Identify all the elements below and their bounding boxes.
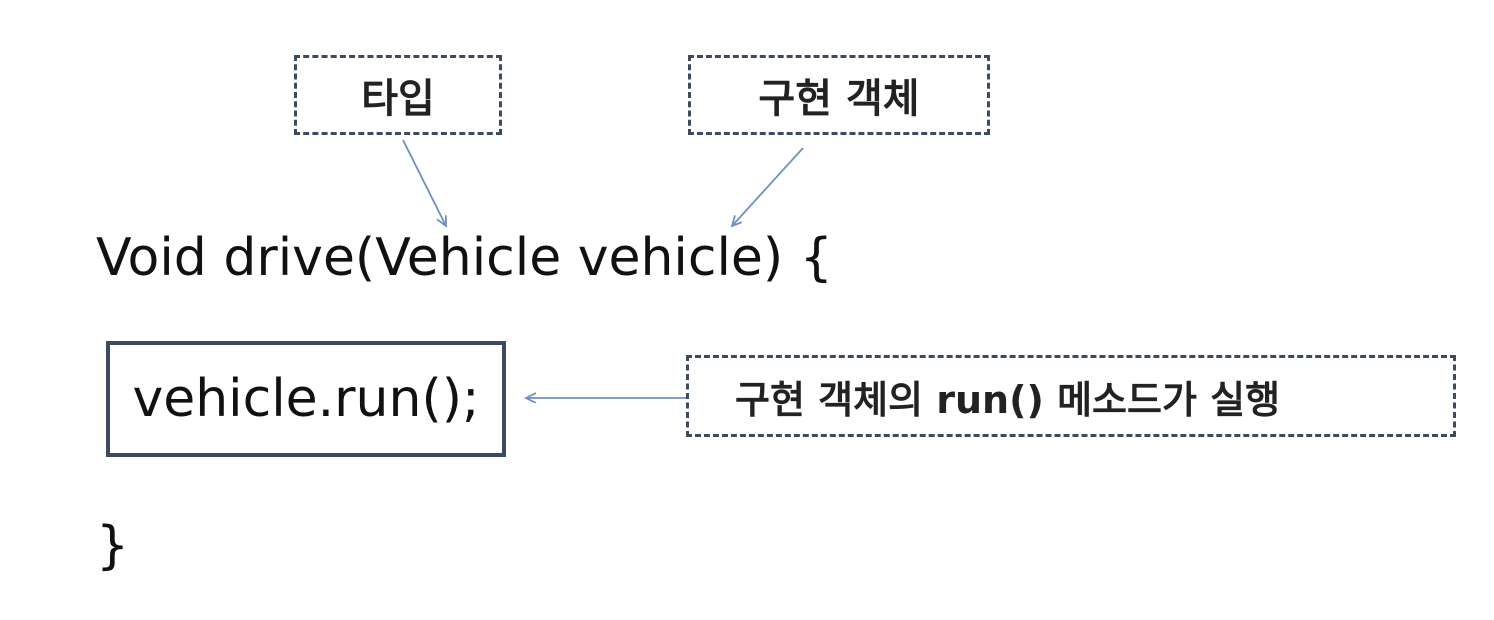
- run-note-box: 구현 객체의 run() 메소드가 실행: [686, 355, 1456, 437]
- method-signature: Void drive(Vehicle vehicle) {: [96, 228, 833, 288]
- implementation-arrow: [732, 147, 804, 226]
- type-label: 타입: [361, 76, 435, 122]
- implementation-label: 구현 객체: [758, 76, 920, 122]
- run-note-label: 구현 객체의 run() 메소드가 실행: [735, 377, 1281, 422]
- type-label-box: 타입: [294, 55, 502, 135]
- implementation-label-box: 구현 객체: [688, 55, 990, 135]
- method-call: vehicle.run();: [132, 369, 480, 429]
- method-call-box: vehicle.run();: [106, 341, 506, 457]
- type-arrow: [402, 139, 446, 226]
- closing-brace: }: [96, 516, 130, 576]
